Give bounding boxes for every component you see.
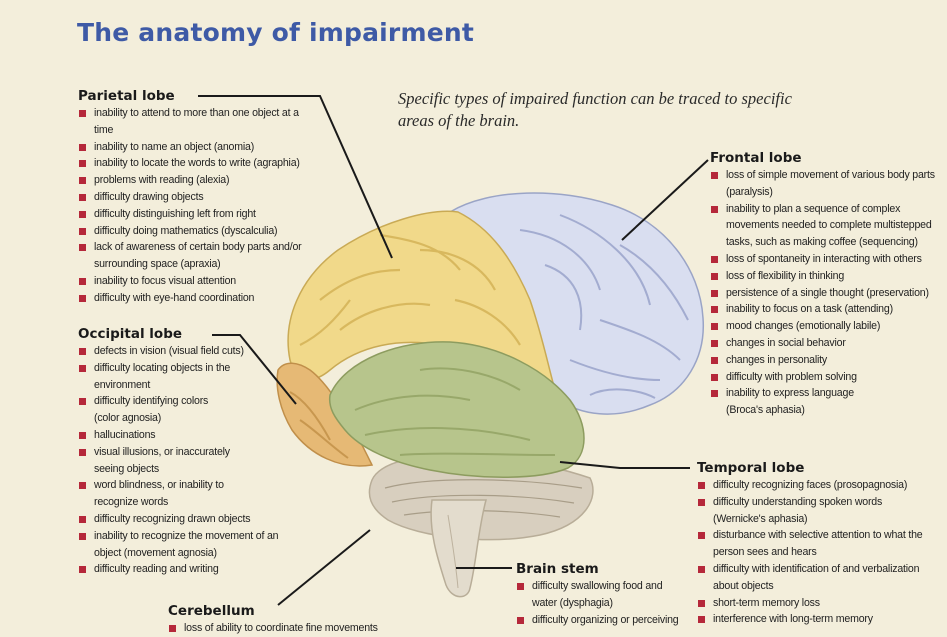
- occipital-lobe-heading: Occipital lobe: [78, 326, 183, 342]
- list-item: difficulty with eye-hand coordination: [78, 290, 318, 307]
- list-item: word blindness, or inability to recogniz…: [78, 477, 244, 511]
- list-item: loss of simple movement of various body …: [710, 167, 935, 201]
- list-item: changes in social behavior: [710, 335, 935, 352]
- list-item: visual illusions, or inaccurately seeing…: [78, 444, 244, 478]
- occipital-lobe-section: Occipital lobe defects in vision (visual…: [78, 326, 279, 578]
- temporal-lobe-region: [328, 341, 585, 478]
- list-item: difficulty recognizing drawn objects: [78, 511, 278, 528]
- list-item: hallucinations: [78, 427, 278, 444]
- list-item: difficulty swallowing food and water (dy…: [516, 578, 688, 612]
- brainstem-section: Brain stem difficulty swallowing food an…: [516, 561, 688, 628]
- list-item: difficulty with problem solving: [710, 369, 935, 386]
- temporal-lobe-section: Temporal lobe difficulty recognizing fac…: [697, 460, 932, 628]
- list-item: difficulty doing mathematics (dyscalculi…: [78, 223, 318, 240]
- frontal-leader-line: [621, 159, 709, 241]
- list-item: difficulty distinguishing left from righ…: [78, 206, 318, 223]
- list-item: disturbance with selective attention to …: [697, 527, 932, 561]
- temporal-lobe-heading: Temporal lobe: [697, 460, 805, 476]
- list-item: inability to name an object (anomia): [78, 139, 318, 156]
- list-item: lack of awareness of certain body parts …: [78, 239, 304, 273]
- list-item: inability to focus visual attention: [78, 273, 318, 290]
- list-item: loss of ability to coordinate fine movem…: [168, 620, 408, 637]
- list-item: difficulty reading and writing: [78, 561, 278, 578]
- list-item: interference with long-term memory: [697, 611, 932, 628]
- cerebellum-leader-line: [277, 529, 371, 606]
- list-item: difficulty organizing or perceiving: [516, 612, 688, 629]
- list-item: inability to locate the words to write (…: [78, 155, 318, 172]
- list-item: inability to recognize the movement of a…: [78, 528, 284, 562]
- list-item: difficulty locating objects in the envir…: [78, 360, 244, 394]
- list-item: loss of flexibility in thinking: [710, 268, 935, 285]
- list-item: difficulty recognizing faces (prosopagno…: [697, 477, 932, 494]
- frontal-lobe-heading: Frontal lobe: [710, 150, 802, 166]
- page-title: The anatomy of impairment: [77, 18, 475, 47]
- cerebellum-section: Cerebellum loss of ability to coordinate…: [168, 603, 408, 637]
- parietal-leader-line: [198, 95, 393, 259]
- occipital-leader-line: [212, 334, 297, 405]
- list-item: mood changes (emotionally labile): [710, 318, 935, 335]
- brainstem-heading: Brain stem: [516, 561, 599, 577]
- list-item: inability to express language (Broca's a…: [710, 385, 876, 419]
- cerebellum-heading: Cerebellum: [168, 603, 255, 619]
- list-item: defects in vision (visual field cuts): [78, 343, 278, 360]
- list-item: inability to attend to more than one obj…: [78, 105, 318, 139]
- subtitle: Specific types of impaired function can …: [398, 89, 792, 130]
- list-item: difficulty with identification of and ve…: [697, 561, 932, 595]
- list-item: changes in personality: [710, 352, 935, 369]
- temporal-leader-line: [559, 461, 690, 469]
- list-item: difficulty identifying colors (color agn…: [78, 393, 234, 427]
- list-item: loss of spontaneity in interacting with …: [710, 251, 935, 268]
- list-item: inability to plan a sequence of complex …: [710, 201, 935, 251]
- list-item: persistence of a single thought (preserv…: [710, 285, 935, 302]
- parietal-lobe-region: [287, 210, 557, 392]
- list-item: difficulty drawing objects: [78, 189, 318, 206]
- occipital-lobe-region: [276, 362, 374, 467]
- parietal-lobe-heading: Parietal lobe: [78, 88, 175, 104]
- frontal-lobe-section: Frontal lobe loss of simple movement of …: [710, 150, 935, 419]
- list-item: difficulty understanding spoken words (W…: [697, 494, 913, 528]
- list-item: problems with reading (alexia): [78, 172, 318, 189]
- brainstem-region: [430, 499, 487, 598]
- list-item: short-term memory loss: [697, 595, 932, 612]
- list-item: inability to focus on a task (attending): [710, 301, 935, 318]
- parietal-lobe-section: Parietal lobe inability to attend to mor…: [78, 88, 318, 307]
- frontal-lobe-region: [448, 192, 704, 415]
